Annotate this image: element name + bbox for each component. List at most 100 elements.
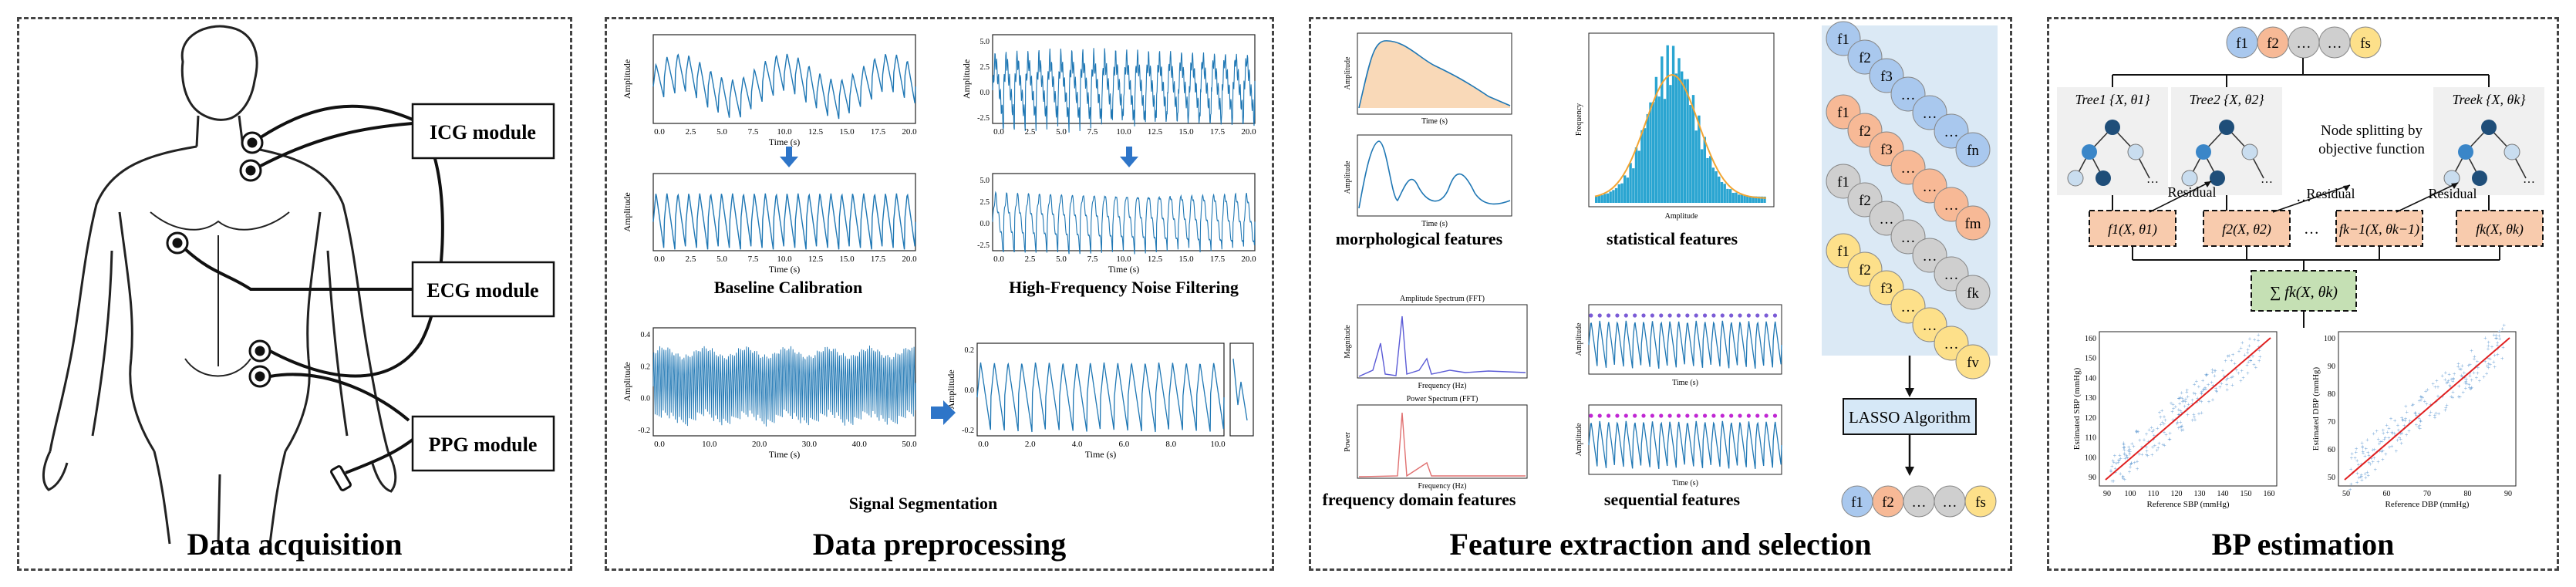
svg-text:+: + [2501, 326, 2505, 332]
svg-text:+: + [2497, 328, 2501, 335]
histogram-bar [1657, 96, 1661, 203]
x-tick-label: 20.0 [902, 127, 917, 137]
svg-text:+: + [2178, 400, 2182, 407]
svg-text:+: + [2359, 474, 2362, 481]
top-feature-label: … [2328, 35, 2342, 52]
human-body-figure [42, 25, 397, 545]
svg-text:+: + [2398, 434, 2402, 441]
selected-feature-label: f2 [1882, 494, 1894, 511]
svg-text:+: + [2426, 386, 2430, 393]
x-tick-label: 20.0 [1241, 127, 1256, 137]
y-axis-label: Amplitude [622, 59, 632, 99]
svg-text:+: + [2402, 423, 2406, 430]
svg-text:+: + [2365, 469, 2369, 476]
ellipsis-trees: … [2296, 188, 2311, 205]
feature-node-label: f2 [1859, 262, 1871, 278]
y-tick-label: 110 [2085, 434, 2096, 443]
svg-text:+: + [2235, 366, 2239, 373]
svg-text:+: + [2457, 393, 2461, 400]
x-tick-label: 10.0 [777, 255, 792, 264]
svg-text:+: + [2388, 444, 2392, 451]
panel-data-acquisition: ICG module ECG module PPG module Data ac… [17, 17, 572, 571]
svg-text:+: + [2493, 363, 2497, 370]
histogram-bar [1723, 184, 1726, 203]
svg-text:+: + [2349, 466, 2353, 473]
svg-text:…: … [2146, 173, 2159, 186]
svg-text:+: + [2477, 365, 2480, 372]
svg-text:+: + [2419, 425, 2423, 432]
x-tick-label: 80 [2464, 490, 2472, 498]
y-tick-label: 140 [2085, 374, 2096, 383]
svg-text:+: + [2382, 427, 2385, 434]
svg-text:+: + [2224, 357, 2227, 364]
svg-text:+: + [2181, 399, 2185, 406]
svg-text:+: + [2138, 451, 2142, 458]
svg-text:+: + [2493, 352, 2497, 359]
feature-node-label: … [1923, 179, 1937, 195]
svg-text:+: + [2365, 437, 2369, 444]
svg-text:+: + [2214, 387, 2218, 394]
svg-text:+: + [2476, 370, 2480, 377]
x-tick-label: 90 [2504, 490, 2512, 498]
svg-text:+: + [2473, 353, 2477, 360]
histogram-bar [1726, 188, 1729, 203]
svg-text:+: + [2177, 424, 2181, 431]
svg-text:+: + [2257, 332, 2261, 339]
svg-text:+: + [2246, 346, 2250, 353]
svg-text:+: + [2460, 373, 2464, 380]
feature-node-label: f1 [1837, 32, 1849, 48]
svg-text:+: + [2362, 450, 2365, 457]
svg-text:+: + [2373, 447, 2377, 454]
svg-text:+: + [2203, 384, 2207, 391]
svg-text:+: + [2245, 362, 2249, 369]
feature-node [1955, 344, 1991, 380]
x-tick-label: 10.0 [702, 440, 717, 449]
svg-text:+: + [2363, 471, 2367, 477]
svg-text:+: + [2431, 381, 2435, 388]
svg-text:+: + [2157, 440, 2161, 447]
svg-text:+: + [2378, 440, 2382, 447]
x-tick-label: 0.0 [993, 255, 1004, 264]
top-feature-node [2349, 26, 2382, 59]
svg-text:+: + [2206, 371, 2210, 378]
svg-text:+: + [2190, 396, 2194, 403]
svg-text:+: + [2155, 447, 2159, 454]
x-tick-label: 2.5 [686, 255, 696, 264]
svg-text:+: + [2190, 417, 2194, 423]
svg-text:+: + [2202, 386, 2206, 393]
svg-text:+: + [2122, 441, 2126, 448]
svg-text:+: + [2418, 397, 2422, 404]
svg-text:+: + [2416, 424, 2420, 431]
histogram-bar [1612, 190, 1615, 203]
histogram-bar [1748, 196, 1752, 203]
feature-node [1955, 205, 1991, 241]
svg-text:+: + [2405, 409, 2409, 416]
svg-text:+: + [2152, 427, 2156, 434]
sbp-scatter-plot: ++++++++++++++++++++++++++++++++++++++++… [2072, 331, 2278, 509]
svg-text:+: + [2156, 425, 2160, 432]
x-axis-label: Time (s) [769, 449, 801, 460]
x-tick-label: 12.5 [808, 255, 824, 264]
panel-title-estimation: BP estimation [2211, 527, 2395, 562]
svg-text:+: + [2151, 444, 2155, 450]
svg-text:+: + [2395, 448, 2399, 455]
histogram-bar [1760, 196, 1763, 203]
svg-text:+: + [2380, 438, 2384, 445]
svg-text:+: + [2204, 386, 2208, 393]
svg-text:+: + [2123, 447, 2126, 454]
svg-text:+: + [2177, 407, 2181, 413]
svg-text:+: + [2156, 444, 2160, 451]
svg-text:+: + [2249, 358, 2253, 365]
svg-text:+: + [2496, 352, 2500, 359]
histogram-bar [1720, 181, 1724, 203]
y-tick-label: 0.0 [980, 89, 990, 97]
svg-text:…: … [2304, 221, 2319, 238]
svg-text:+: + [2152, 436, 2156, 443]
svg-text:+: + [2122, 444, 2126, 451]
y-tick-label: 2.5 [980, 198, 990, 207]
svg-text:+: + [2130, 460, 2134, 467]
svg-text:+: + [2126, 455, 2129, 462]
svg-text:+: + [2113, 453, 2117, 460]
